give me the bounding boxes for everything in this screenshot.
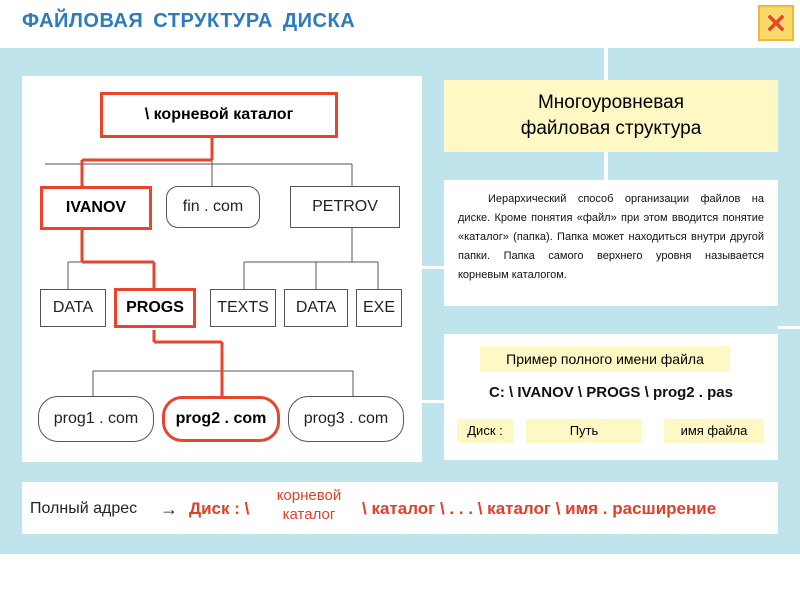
- tree-node-data[interactable]: DATA: [40, 289, 106, 327]
- example-path: C: \ IVANOV \ PROGS \ prog2 . pas: [489, 384, 733, 401]
- path-label: Путь: [526, 419, 642, 443]
- address-disk: Диск : \: [189, 499, 250, 518]
- address-rest: \ каталог \ . . . \ каталог \ имя . расш…: [362, 499, 717, 518]
- full-address-label: Полный адрес: [30, 500, 138, 517]
- connector-line: [422, 266, 444, 269]
- arrow-right-icon: →: [160, 499, 178, 519]
- tree-node-prog3[interactable]: prog3 . com: [288, 396, 404, 442]
- description-text: Иерархический способ организации файлов …: [458, 193, 764, 281]
- tree-node-progs[interactable]: PROGS: [114, 288, 196, 328]
- page-title: ФАЙЛОВАЯ СТРУКТУРА ДИСКА: [22, 10, 356, 32]
- address-root-catalog: корневой каталог: [264, 486, 354, 524]
- structure-heading-line2: файловая структура: [520, 118, 702, 139]
- tree-node-data-2[interactable]: DATA: [284, 289, 348, 327]
- address-root-line2: каталог: [282, 506, 336, 523]
- tree-node-petrov[interactable]: PETROV: [290, 186, 400, 228]
- full-address-box: [22, 482, 778, 534]
- tree-node-prog1[interactable]: prog1 . com: [38, 396, 154, 442]
- connector-line: [422, 400, 444, 403]
- description-box: Иерархический способ организации файлов …: [444, 180, 778, 306]
- close-icon: [768, 15, 784, 31]
- disk-label: Диск :: [457, 419, 513, 443]
- tree-connectors: [45, 137, 379, 396]
- example-heading: Пример полного имени файла: [480, 346, 730, 372]
- tree-node-texts[interactable]: TEXTS: [210, 289, 276, 327]
- tree-node-root[interactable]: \ корневой каталог: [100, 92, 338, 138]
- close-button[interactable]: [758, 5, 794, 41]
- filename-label: имя файла: [664, 419, 764, 443]
- tree-node-exe[interactable]: EXE: [356, 289, 402, 327]
- tree-node-prog2[interactable]: prog2 . com: [162, 396, 280, 442]
- connector-line: [778, 326, 800, 329]
- structure-heading-line1: Многоуровневая: [537, 92, 685, 113]
- tree-node-ivanov[interactable]: IVANOV: [40, 186, 152, 230]
- address-root-line1: корневой: [276, 487, 342, 504]
- structure-heading-box: Многоуровневая файловая структура: [444, 80, 778, 152]
- tree-node-fin-com[interactable]: fin . com: [166, 186, 260, 228]
